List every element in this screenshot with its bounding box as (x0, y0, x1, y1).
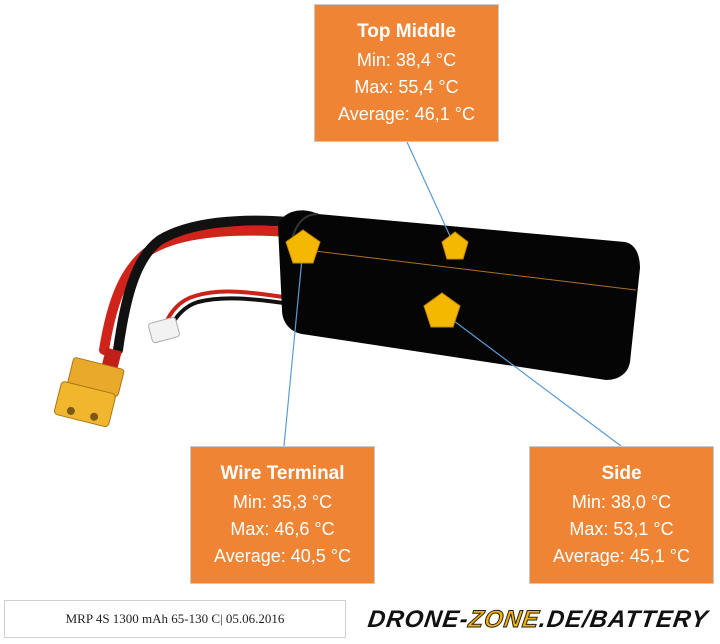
callout-max: Max: 53,1 °C (569, 519, 674, 539)
callout-title: Top Middle (357, 21, 456, 42)
brand-part-1: DRONE- (366, 606, 471, 633)
leader-wire-terminal (283, 247, 304, 447)
callout-min: Min: 38,4 °C (356, 50, 457, 70)
callout-side: Side Min: 38,0 °C Max: 53,1 °C Average: … (529, 446, 714, 584)
callout-max: Max: 55,4 °C (354, 77, 459, 97)
callout-average: Average: 40,5 °C (214, 546, 351, 566)
brand-part-2: ZONE (466, 606, 542, 634)
brand-logo: DRONE-ZONE.DE/BATTERY (366, 604, 711, 636)
callout-min: Min: 38,0 °C (571, 492, 672, 512)
marker-top-middle (441, 231, 469, 260)
callout-title: Side (601, 463, 642, 484)
callout-average: Average: 46,1 °C (338, 104, 475, 124)
leader-top-middle (406, 141, 456, 248)
brand-part-3: .DE/BATTERY (537, 606, 711, 633)
balance-connector (148, 316, 180, 344)
marker-side (423, 292, 461, 328)
leader-side (441, 311, 622, 447)
balance-wire (163, 289, 291, 326)
caption-box: MRP 4S 1300 mAh 65-130 C| 05.06.2016 (4, 600, 346, 638)
marker-wire-terminal (285, 229, 321, 264)
callout-wire-terminal: Wire Terminal Min: 35,3 °C Max: 46,6 °C … (190, 446, 375, 584)
callout-top-middle: Top Middle Min: 38,4 °C Max: 55,4 °C Ave… (314, 4, 499, 142)
black-wire (113, 215, 295, 355)
battery-body (278, 210, 640, 380)
callout-average: Average: 45,1 °C (553, 546, 690, 566)
callout-min: Min: 35,3 °C (232, 492, 333, 512)
callout-max: Max: 46,6 °C (230, 519, 335, 539)
xt60-connector (53, 347, 125, 428)
callout-title: Wire Terminal (220, 463, 345, 484)
